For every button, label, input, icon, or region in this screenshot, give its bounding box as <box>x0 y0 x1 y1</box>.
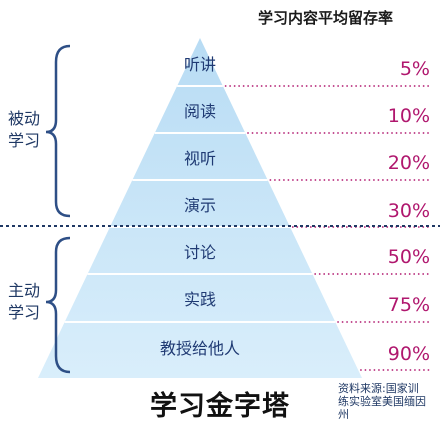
pyramid-triangle <box>38 38 362 378</box>
percent-practice: 75% <box>387 294 430 316</box>
layer-label-listening: 听讲 <box>183 55 216 74</box>
pyramid-title: 学习金字塔 <box>150 391 290 422</box>
percent-reading: 10% <box>387 105 430 127</box>
passive-learning-label: 被动学习 <box>7 109 40 150</box>
retention-rate-header: 学习内容平均留存率 <box>258 9 394 27</box>
percent-audiovisual: 20% <box>387 152 430 174</box>
source-note: 资料来源:国家训练实验室美国缅因州 <box>338 382 426 421</box>
percent-discussion: 50% <box>387 246 430 268</box>
active-group-bracket <box>45 236 71 374</box>
layer-label-practice: 实践 <box>183 290 216 309</box>
layer-label-teach-others: 教授给他人 <box>159 339 240 358</box>
layer-label-demonstration: 演示 <box>183 196 216 215</box>
percent-demonstration: 30% <box>387 200 430 222</box>
passive-group-bracket <box>45 44 71 218</box>
percent-listening: 5% <box>399 58 430 80</box>
layer-label-reading: 阅读 <box>183 102 216 121</box>
layer-label-discussion: 讨论 <box>183 243 216 262</box>
percent-teach-others: 90% <box>387 343 430 365</box>
active-learning-label: 主动学习 <box>7 281 40 322</box>
layer-label-audiovisual: 视听 <box>183 149 216 168</box>
